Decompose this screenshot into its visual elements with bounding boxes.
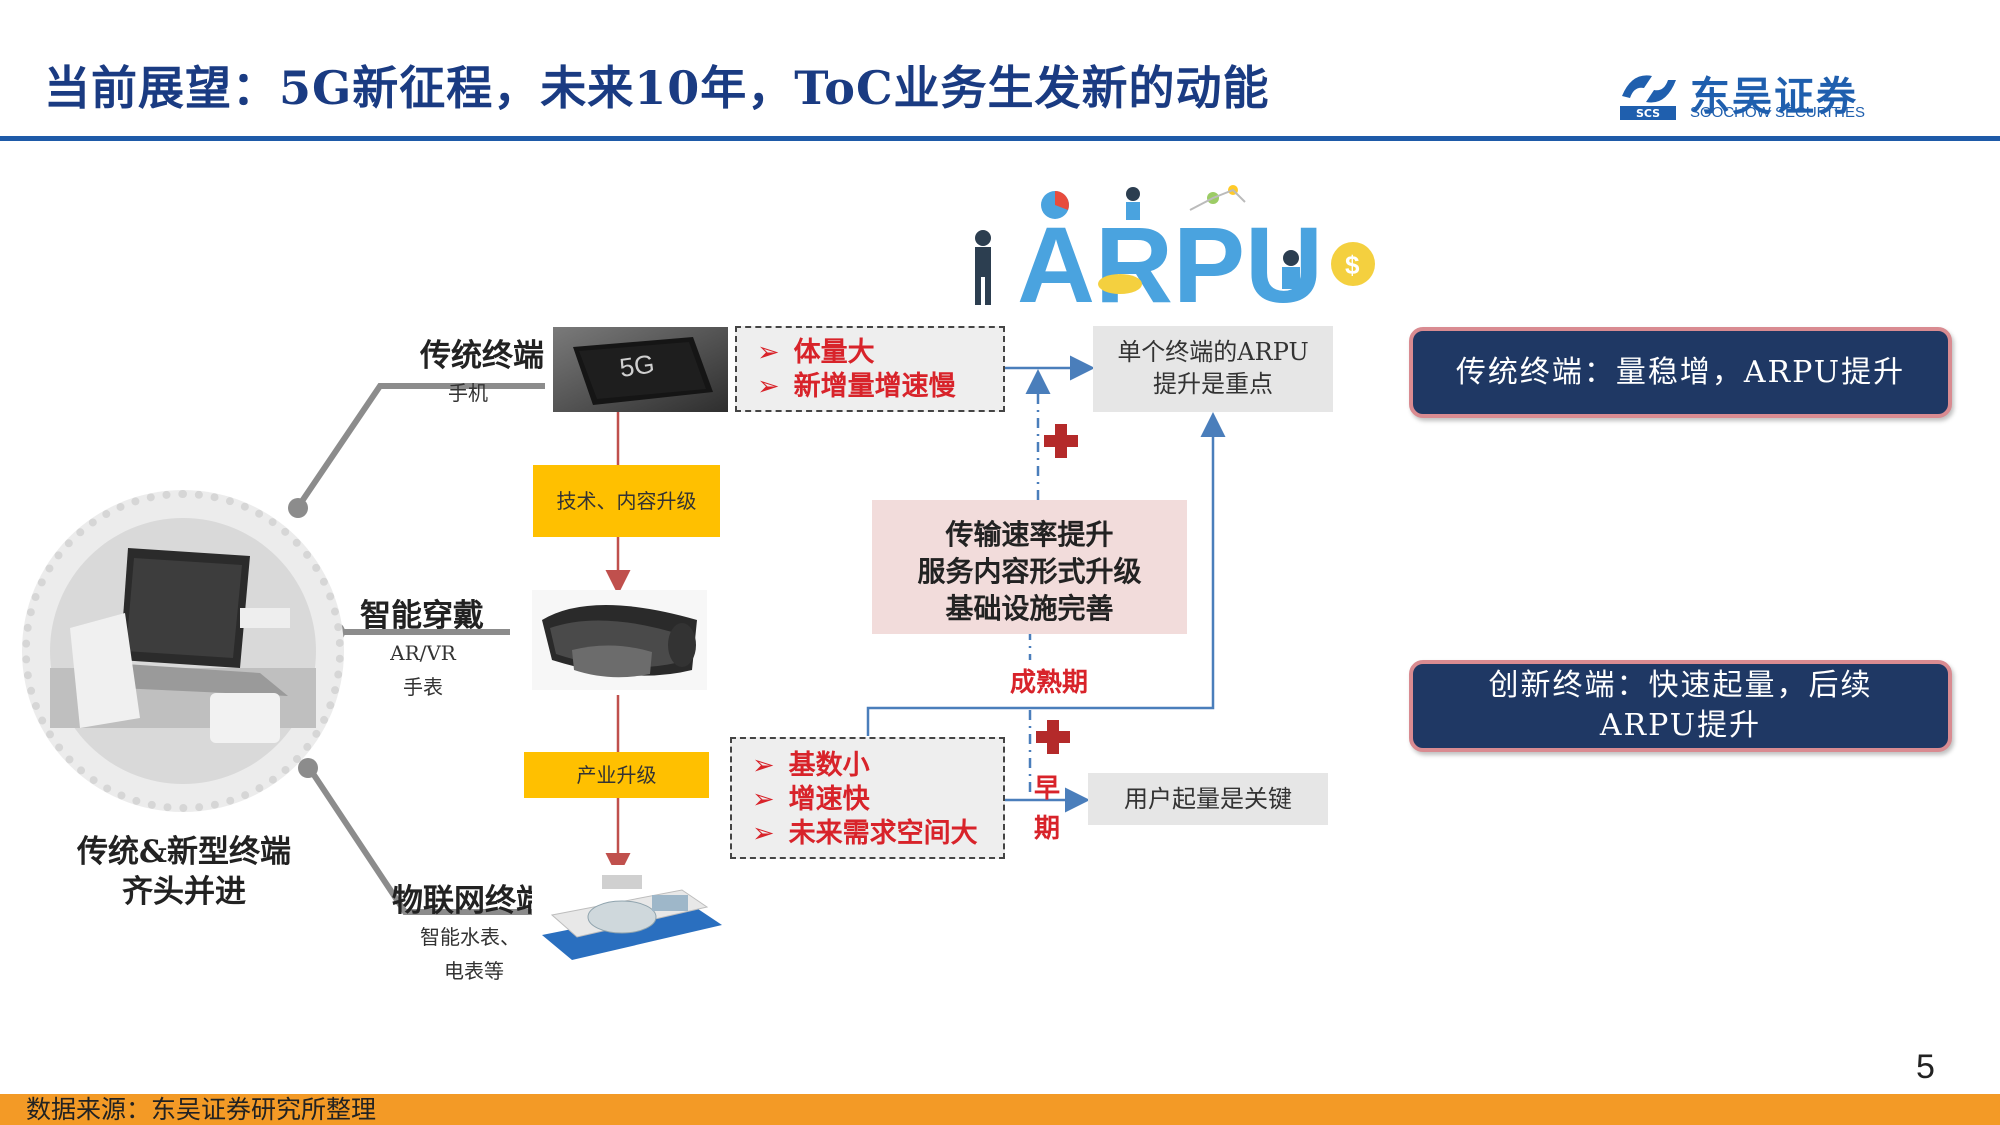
tech-content-upgrade-box: 技术、内容升级 xyxy=(533,465,720,537)
ar-headset-icon xyxy=(532,590,707,690)
arrow-bullet-icon: ➢ xyxy=(757,337,780,368)
iot-sub-2: 电表等 xyxy=(444,959,504,983)
logo-english: SOOCHOW SECURITIES xyxy=(1690,104,1866,121)
arpu-illustration-icon: ARPU $ xyxy=(975,185,1375,325)
traditional-terminal-sub: 手机 xyxy=(448,381,488,405)
drivers-box: 传输速率提升 服务内容形式升级 基础设施完善 xyxy=(872,500,1187,634)
center-label-line1: 传统&新型终端 xyxy=(77,834,291,870)
company-logo: SCS 东吴证券 SOOCHOW SECURITIES xyxy=(1618,64,1898,124)
smartphone-5g-icon: 5G xyxy=(553,327,728,412)
footer-source: 数据来源：东吴证券研究所整理 xyxy=(26,1095,377,1124)
person-icon-right xyxy=(1282,250,1300,289)
early-feature-item: ➢基数小 xyxy=(752,750,870,781)
arpu-focus-line1: 单个终端的ARPU xyxy=(1117,338,1309,366)
iot-terminal-label: 物联网终端 xyxy=(392,883,547,919)
early-features-list: ➢基数小 ➢增速快 ➢未来需求空间大 xyxy=(752,749,1003,851)
mature-feature-item: ➢体量大 xyxy=(757,337,875,368)
tech-content-upgrade-label: 技术、内容升级 xyxy=(556,489,697,513)
stage-early-label-1: 早 xyxy=(1034,774,1061,804)
center-label-line2: 齐头并进 xyxy=(122,874,246,910)
person-icon-top xyxy=(1126,187,1140,220)
page-title: 当前展望：5G新征程，未来10年，ToC业务生发新的动能 xyxy=(44,61,1270,115)
user-key-box: 用户起量是关键 xyxy=(1088,773,1328,825)
svg-text:$: $ xyxy=(1345,250,1360,280)
driver-item: 传输速率提升 xyxy=(945,518,1114,551)
arpu-focus-line2: 提升是重点 xyxy=(1153,370,1273,398)
traditional-conclusion-box: 传统终端：量稳增，ARPU提升 xyxy=(1409,327,1952,418)
mature-features-box: ➢体量大 ➢新增量增速慢 xyxy=(735,326,1005,412)
arrow-bullet-icon: ➢ xyxy=(757,371,780,402)
innovative-conclusion-line1: 创新终端：快速起量，后续 xyxy=(1488,668,1873,703)
laptop-photo-icon xyxy=(50,518,316,784)
smart-meter-icon xyxy=(532,865,732,965)
arrow-early-to-arpu xyxy=(866,412,1226,736)
arpu-focus-box: 单个终端的ARPU 提升是重点 xyxy=(1093,326,1333,412)
stage-early-label-2: 期 xyxy=(1034,814,1061,844)
center-label: 传统&新型终端 齐头并进 xyxy=(64,832,304,912)
arpu-banner-text: ARPU xyxy=(1017,204,1323,325)
wearable-sub-watch: 手表 xyxy=(403,675,443,699)
arpu-banner: ARPU $ xyxy=(965,180,1400,325)
mature-features-list: ➢体量大 ➢新增量增速慢 xyxy=(757,336,1003,404)
soochow-logo-icon: SCS xyxy=(1620,75,1676,120)
industry-upgrade-box: 产业升级 xyxy=(524,752,709,798)
plus-icon-lower xyxy=(1036,720,1070,754)
logo-mark-text: SCS xyxy=(1636,107,1660,120)
iot-sub-1: 智能水表、 xyxy=(420,925,520,949)
mature-feature-item: ➢新增量增速慢 xyxy=(757,371,956,402)
arrow-bullet-icon: ➢ xyxy=(752,750,775,781)
center-circle xyxy=(22,490,344,812)
footer-bar xyxy=(0,1094,2000,1125)
early-feature-item: ➢未来需求空间大 xyxy=(752,818,978,849)
page-number: 5 xyxy=(1916,1048,1935,1086)
industry-upgrade-label: 产业升级 xyxy=(576,763,657,787)
user-key-label: 用户起量是关键 xyxy=(1124,785,1292,813)
driver-item: 基础设施完善 xyxy=(945,592,1114,625)
arrow-bullet-icon: ➢ xyxy=(752,818,775,849)
header-divider xyxy=(0,136,2000,141)
innovative-conclusion-line2: ARPU提升 xyxy=(1599,708,1762,743)
arrow-bullet-icon: ➢ xyxy=(752,784,775,815)
person-icon-left xyxy=(975,230,991,305)
connector-iot xyxy=(305,764,540,915)
driver-item: 服务内容形式升级 xyxy=(917,555,1142,588)
plus-icon-upper xyxy=(1044,424,1078,458)
innovative-conclusion-box: 创新终端：快速起量，后续 ARPU提升 xyxy=(1409,660,1952,752)
early-feature-item: ➢增速快 xyxy=(752,784,870,815)
wearable-label: 智能穿戴 xyxy=(360,598,484,634)
logo-chinese: 东吴证券 xyxy=(1690,74,1858,120)
stage-mature-label: 成熟期 xyxy=(1010,668,1089,698)
traditional-conclusion-label: 传统终端：量稳增，ARPU提升 xyxy=(1455,354,1906,390)
svg-text:5G: 5G xyxy=(618,348,657,383)
traditional-terminal-label: 传统终端 xyxy=(420,338,544,374)
wearable-sub-arvr: AR/VR xyxy=(390,641,456,665)
early-features-box: ➢基数小 ➢增速快 ➢未来需求空间大 xyxy=(730,737,1005,859)
connector-traditional xyxy=(293,383,545,512)
